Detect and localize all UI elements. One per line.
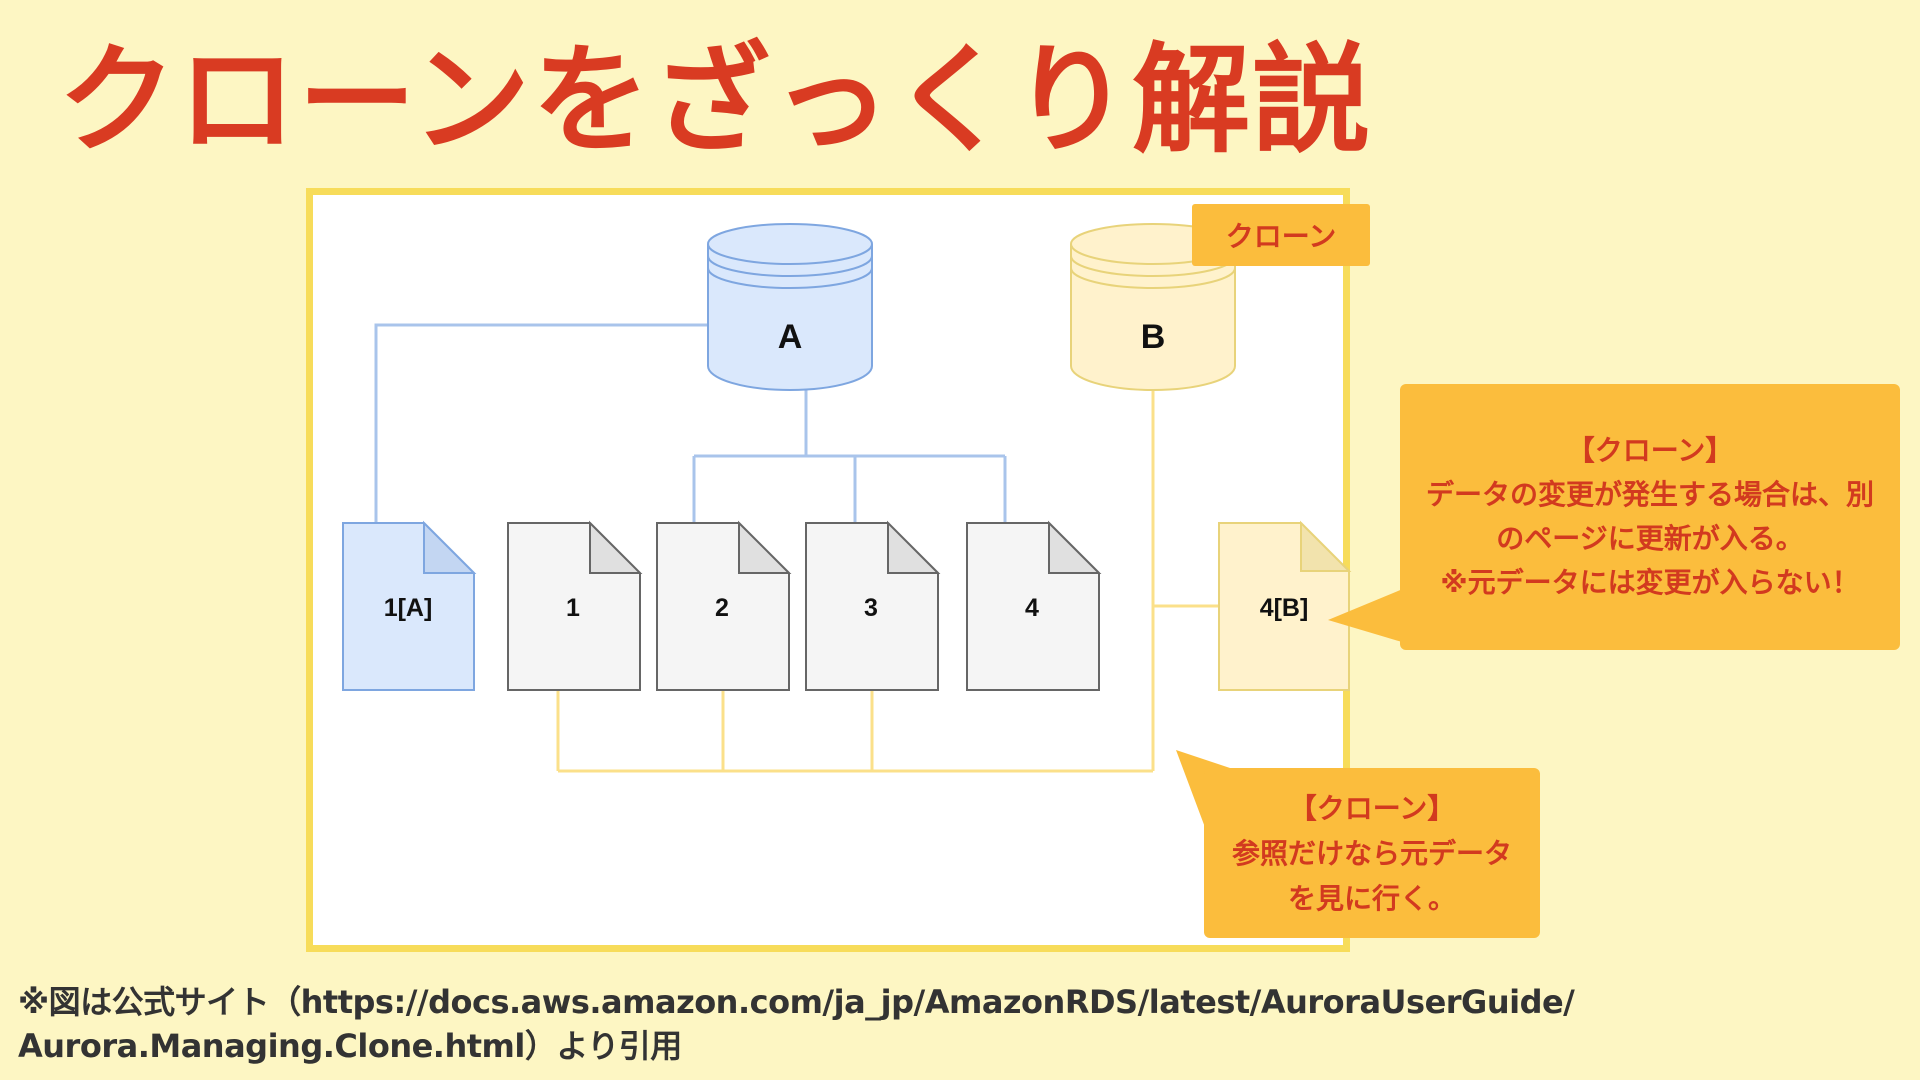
callout-heading: 【クローン】 <box>1566 434 1734 467</box>
page-3-icon: 3 <box>805 520 941 691</box>
callout-reference-note: 【クローン】 参照だけなら元データ を見に行く。 <box>1204 768 1540 938</box>
page-3-label: 3 <box>864 594 878 622</box>
source-footnote: ※図は公式サイト（https://docs.aws.amazon.com/ja_… <box>18 980 1575 1068</box>
page-2-label: 2 <box>715 594 729 622</box>
footnote-line-1: ※図は公式サイト（https://docs.aws.amazon.com/ja_… <box>18 983 1575 1021</box>
callout-line: データの変更が発生する場合は、別 <box>1425 478 1874 511</box>
page-1-label: 1 <box>566 594 580 622</box>
callout-1-pointer <box>1328 586 1412 645</box>
page-4b-icon: 4[B] <box>1218 520 1352 691</box>
page-1-icon: 1 <box>507 520 643 691</box>
page-4b-label: 4[B] <box>1260 594 1309 622</box>
db-b-connectors <box>556 390 1218 773</box>
page-2-icon: 2 <box>656 520 792 691</box>
callout-heading: 【クローン】 <box>1288 791 1456 825</box>
page-4-icon: 4 <box>966 520 1102 691</box>
callout-line: のページに更新が入る。 <box>1496 522 1804 555</box>
slide-title: クローンをざっくり解説 <box>58 31 1373 169</box>
database-a-icon: A <box>707 223 873 391</box>
callout-line: を見に行く。 <box>1287 881 1456 915</box>
page-1a-label: 1[A] <box>384 594 433 622</box>
clone-tag: クローン <box>1192 204 1370 266</box>
callout-line: ※元データには変更が入らない！ <box>1440 566 1860 599</box>
footnote-line-2: Aurora.Managing.Clone.html）より引用 <box>18 1027 682 1065</box>
page-4-label: 4 <box>1025 594 1039 622</box>
callout-change-note: 【クローン】 データの変更が発生する場合は、別 のページに更新が入る。 ※元デー… <box>1400 384 1900 650</box>
callout-line: 参照だけなら元データ <box>1231 836 1512 870</box>
database-b-label: B <box>1141 318 1166 356</box>
db-a-connectors <box>374 323 1007 523</box>
database-a-label: A <box>778 318 803 356</box>
page-1a-icon: 1[A] <box>342 520 477 691</box>
